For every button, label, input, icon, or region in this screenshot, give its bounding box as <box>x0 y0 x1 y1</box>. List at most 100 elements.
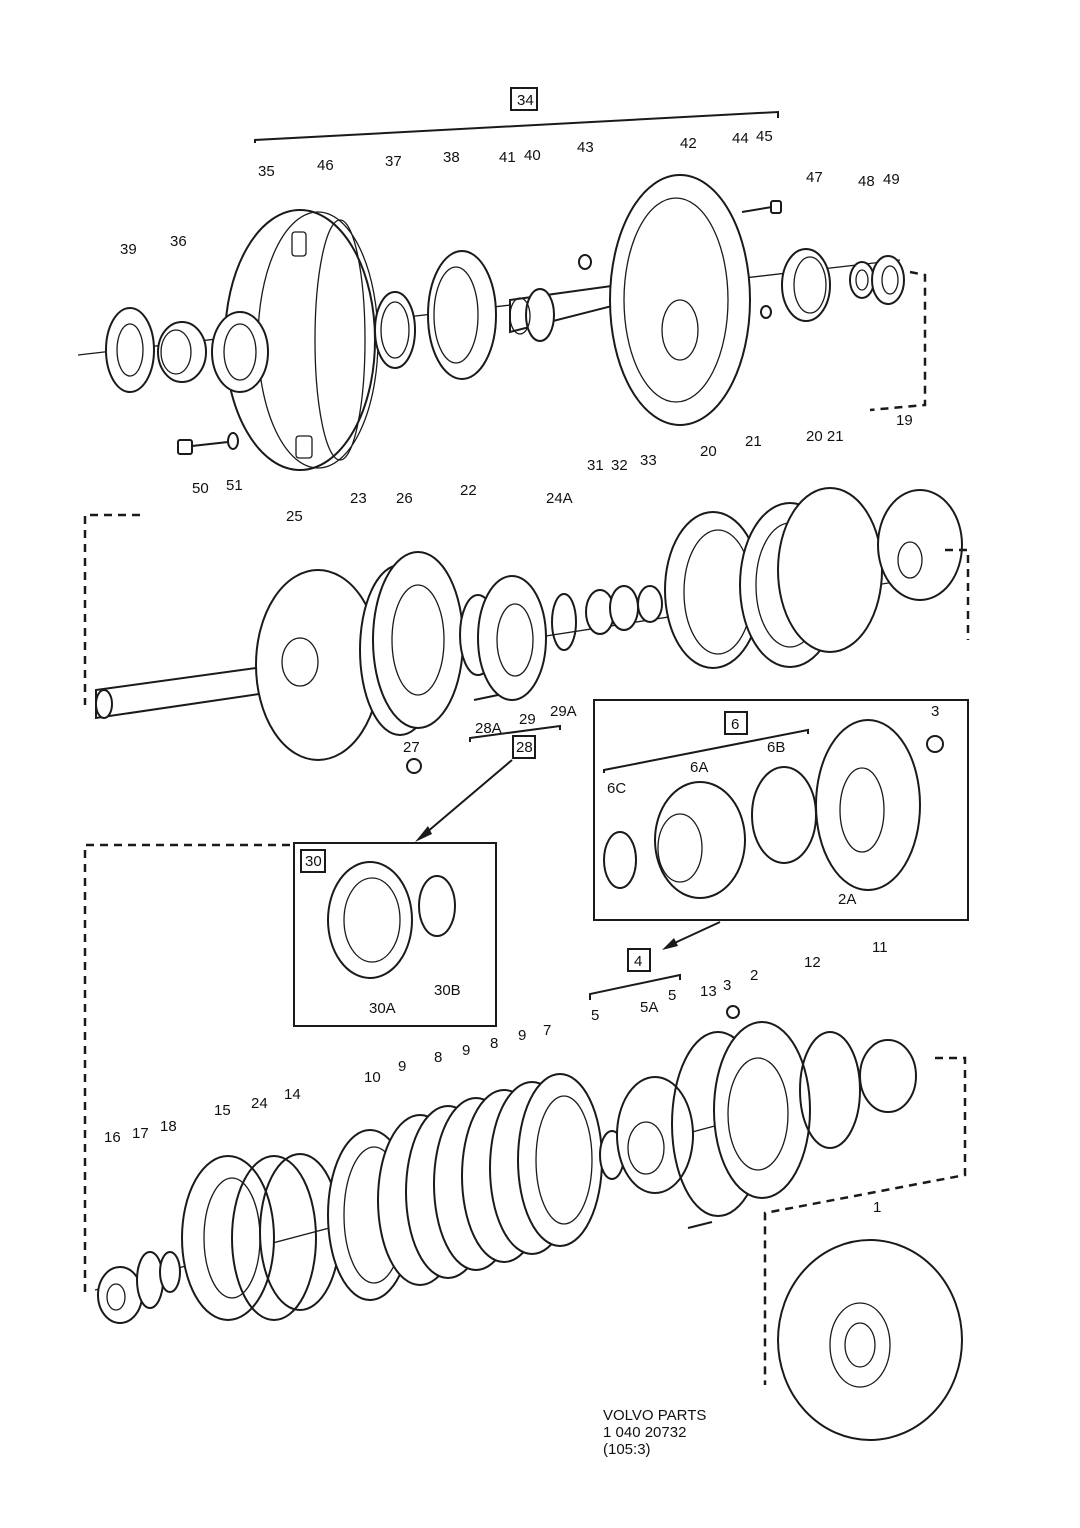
part-30B-ring <box>418 875 456 937</box>
part-6C-ring <box>603 831 637 889</box>
part-17-bearing <box>136 1251 164 1309</box>
label-20-21: 20 21 <box>806 428 844 445</box>
group-28-arrow <box>419 759 513 839</box>
label-22: 22 <box>460 482 477 499</box>
label-37: 37 <box>385 153 402 170</box>
label-49: 49 <box>883 171 900 188</box>
label-26: 26 <box>396 490 413 507</box>
group-6-arrow <box>667 921 721 947</box>
label-42: 42 <box>680 135 697 152</box>
label-8-b: 8 <box>490 1035 498 1052</box>
label-23: 23 <box>350 490 367 507</box>
label-18: 18 <box>160 1118 177 1135</box>
part-30A-sprag-assembly <box>327 861 413 979</box>
connector-middle-left <box>83 513 140 705</box>
label-51: 51 <box>226 477 243 494</box>
group-30-box <box>300 849 326 873</box>
part-12-seal <box>799 1031 861 1149</box>
label-29A: 29A <box>550 703 577 720</box>
group-28-label: 28 <box>516 739 533 756</box>
parts-footer: VOLVO PARTS 1 040 20732 (105:3) <box>603 1407 706 1458</box>
label-9-c: 9 <box>518 1027 526 1044</box>
part-1-rear-drum <box>777 1239 963 1441</box>
label-7: 7 <box>543 1022 551 1039</box>
group-4-label: 4 <box>634 953 642 970</box>
label-24: 24 <box>251 1095 268 1112</box>
group-6-arrowhead <box>662 938 678 950</box>
group-30-panel: 30 30A 30B <box>293 842 497 1027</box>
group-6-label: 6 <box>731 716 739 733</box>
label-50: 50 <box>192 480 209 497</box>
part-5-spring <box>687 1221 713 1229</box>
part-32-bearing <box>609 585 639 631</box>
part-11-o-ring <box>859 1039 917 1113</box>
connector-middle-right <box>945 548 970 640</box>
connector-top-right <box>869 270 927 412</box>
label-47: 47 <box>806 169 823 186</box>
label-10: 10 <box>364 1069 381 1086</box>
label-9-a: 9 <box>398 1058 406 1075</box>
part-24-ring <box>231 1155 317 1321</box>
label-27: 27 <box>403 739 420 756</box>
footer-reference: (105:3) <box>603 1441 651 1458</box>
label-43: 43 <box>577 139 594 156</box>
label-21: 21 <box>745 433 762 450</box>
label-15: 15 <box>214 1102 231 1119</box>
label-44: 44 <box>732 130 749 147</box>
group-6-bracket <box>603 728 809 773</box>
bottom-clutch-assembly: 4 <box>83 843 967 1441</box>
part-45-bolt <box>741 200 782 214</box>
part-6A-sprag <box>654 781 746 899</box>
label-3-top: 3 <box>931 703 939 720</box>
group-28-bracket <box>469 724 561 742</box>
label-45: 45 <box>756 128 773 145</box>
label-5-a: 5 <box>591 1007 599 1024</box>
label-14: 14 <box>284 1086 301 1103</box>
label-29: 29 <box>519 711 536 728</box>
part-37-inner-gear <box>374 291 416 369</box>
label-5-b: 5 <box>668 987 676 1004</box>
group-34-assembly: 34 <box>77 87 927 497</box>
label-3-bottom: 3 <box>723 977 731 994</box>
middle-clutch-assembly: 28 25 23 26 22 24A 31 32 33 20 21 20 21 … <box>83 428 970 842</box>
group-34-box <box>510 87 538 111</box>
footer-part-number: 1 040 20732 <box>603 1424 687 1441</box>
label-38: 38 <box>443 149 460 166</box>
label-48: 48 <box>858 173 875 190</box>
part-3-plug-top <box>926 735 944 753</box>
label-2A: 2A <box>838 891 856 908</box>
part-18-washer <box>159 1251 181 1293</box>
label-46: 46 <box>317 157 334 174</box>
group-34-bracket <box>254 110 779 143</box>
part-33-washer <box>637 585 663 623</box>
label-12: 12 <box>804 954 821 971</box>
group-4-box <box>627 948 651 972</box>
label-36: 36 <box>170 233 187 250</box>
label-30B: 30B <box>434 982 461 999</box>
group-34-label: 34 <box>517 92 534 109</box>
part-39-seal <box>105 307 155 393</box>
part-2A-housing <box>815 719 921 891</box>
part-5A-spring-plate <box>616 1076 694 1194</box>
part-47-seal-rings <box>781 248 831 322</box>
label-2: 2 <box>750 967 758 984</box>
part-19-carrier <box>877 489 963 601</box>
part-50-bolt <box>177 439 229 455</box>
part-25-input-drum <box>95 569 381 761</box>
part-38-outer-gear <box>427 250 497 380</box>
label-33: 33 <box>640 452 657 469</box>
label-32: 32 <box>611 457 628 474</box>
label-25: 25 <box>286 508 303 525</box>
connector-bottom-right <box>763 1056 967 1385</box>
label-8-a: 8 <box>434 1049 442 1066</box>
part-44-pin <box>760 305 772 319</box>
part-15-hub <box>181 1155 275 1321</box>
label-6B: 6B <box>767 739 785 756</box>
label-31: 31 <box>587 457 604 474</box>
label-1: 1 <box>873 1199 881 1216</box>
group-30-label: 30 <box>305 853 322 870</box>
label-17: 17 <box>132 1125 149 1142</box>
part-26-piston <box>372 551 464 729</box>
label-11: 11 <box>872 939 888 956</box>
label-6A: 6A <box>690 759 708 776</box>
